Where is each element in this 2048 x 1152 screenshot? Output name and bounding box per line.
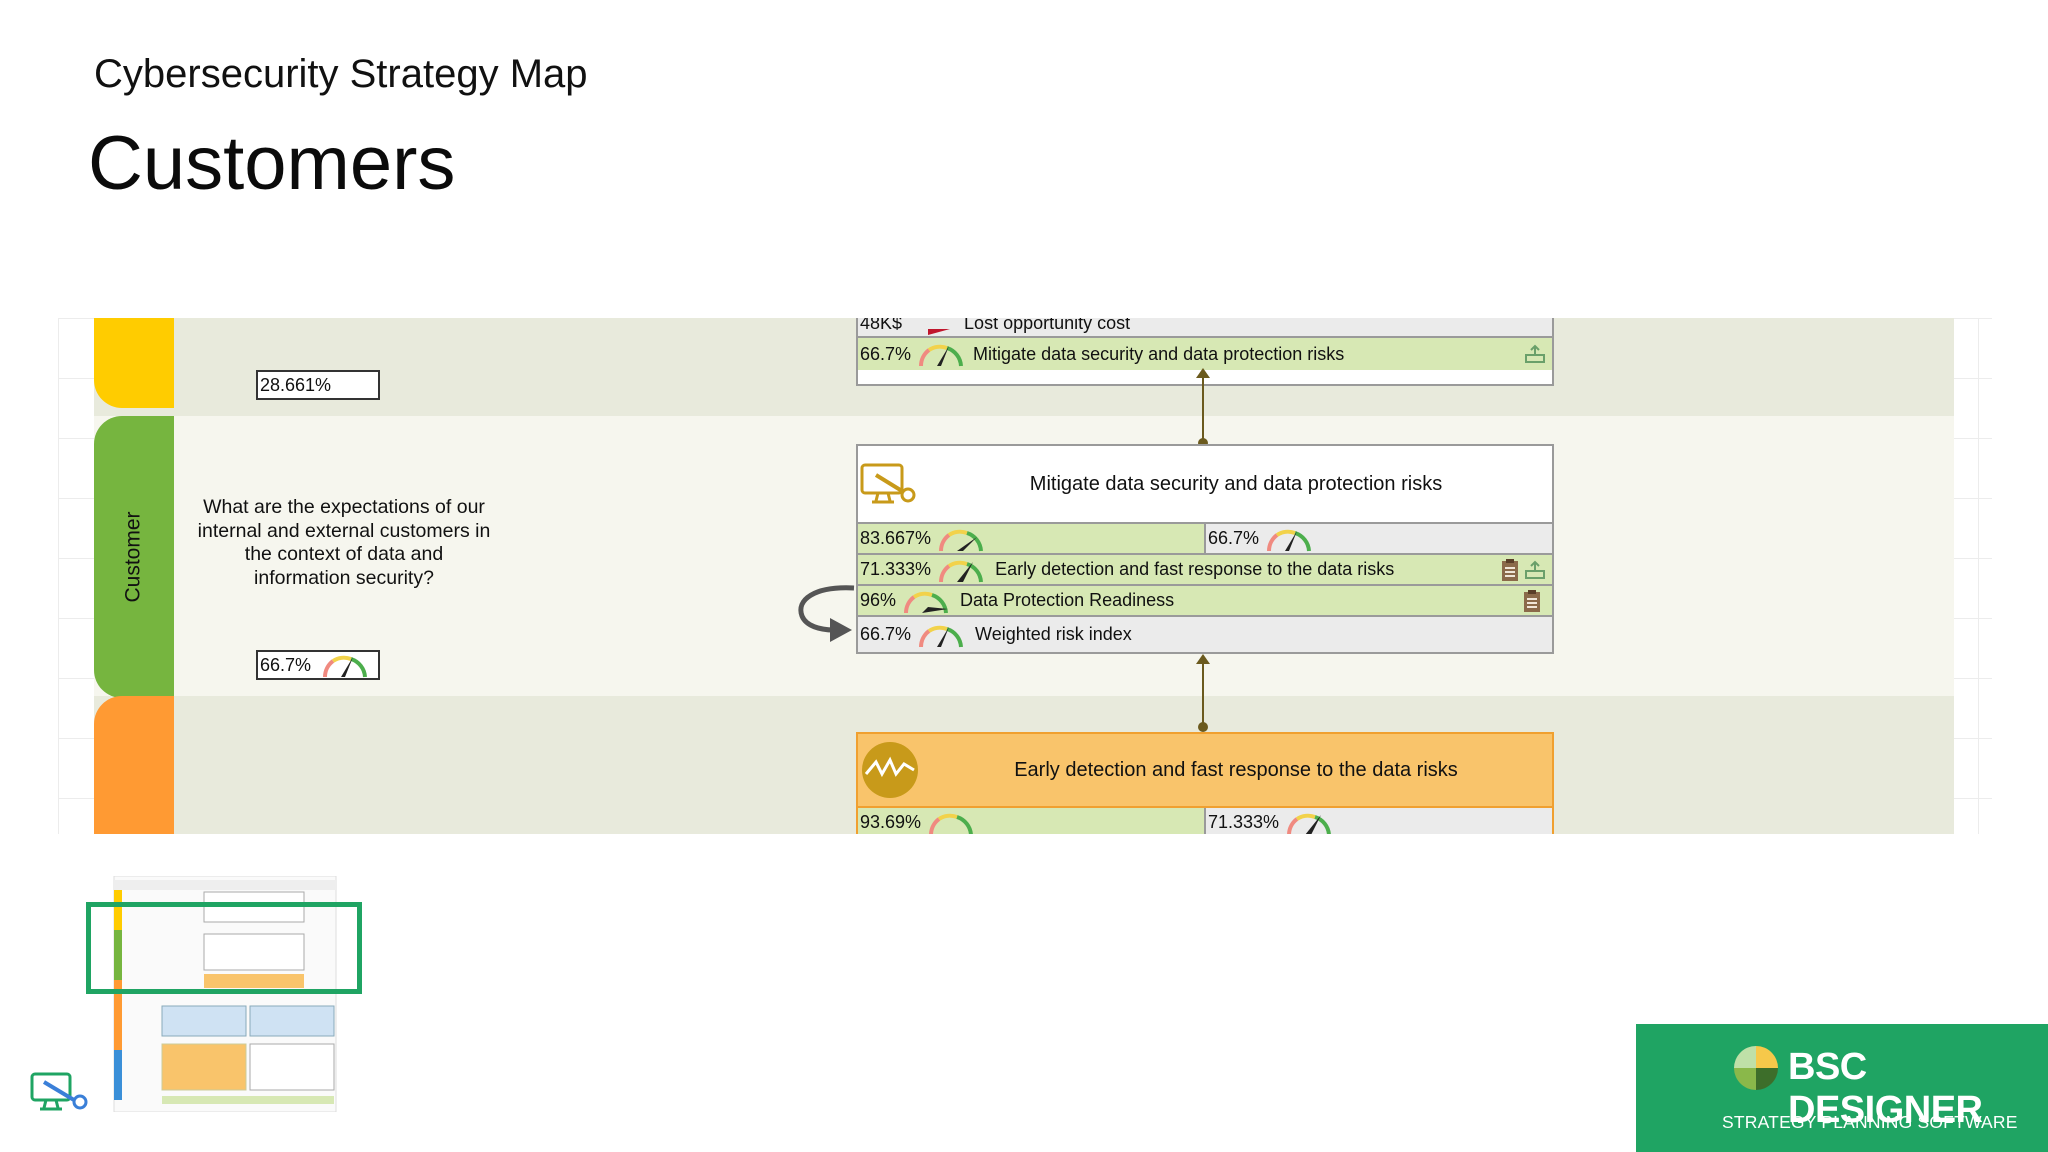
connector-line [1202, 376, 1204, 446]
customer-perspective-value[interactable]: 66.7% [256, 650, 380, 680]
kpi-row[interactable]: 48K$ Lost opportunity cost [858, 318, 1552, 339]
slide-title: Customers [88, 121, 456, 206]
kpi-row[interactable]: 96% Data Protection Readiness [858, 584, 1552, 615]
connector-line [1202, 658, 1204, 728]
export-icon[interactable] [1524, 560, 1546, 580]
kpi-row[interactable]: 71.333% Early detection and fast respons… [858, 553, 1552, 584]
kpi-summary-row[interactable]: 83.667% 66.7% [858, 522, 1552, 553]
kpi-summary-row[interactable]: 93.69% 71.333% [858, 806, 1552, 834]
objective-node-early-detection[interactable]: Early detection and fast response to the… [856, 732, 1554, 834]
export-icon[interactable] [1524, 344, 1546, 364]
monitor-tool-icon [30, 1072, 88, 1111]
pulse-icon [862, 742, 918, 798]
kpi-row[interactable]: 66.7% Mitigate data security and data pr… [858, 336, 1552, 370]
perspective-label: Customer [122, 511, 145, 603]
monitor-tool-icon [860, 463, 916, 504]
objective-node-mitigate[interactable]: Mitigate data security and data protecti… [856, 444, 1554, 654]
gauge-icon [1287, 813, 1332, 834]
internal-perspective-tab[interactable] [94, 696, 174, 834]
customer-perspective-tab[interactable]: Customer [94, 416, 174, 698]
kpi-row[interactable]: 66.7% Weighted risk index [858, 615, 1552, 652]
strategy-map-minimap[interactable] [84, 875, 366, 1113]
minimap-viewport-frame[interactable] [86, 902, 362, 994]
financial-perspective-value[interactable]: 28.661% [256, 370, 380, 400]
gauge-icon [929, 813, 974, 834]
gauge-icon [939, 560, 984, 582]
brand-name: BSC DESIGNER [1788, 1046, 1983, 1131]
objective-title: Mitigate data security and data protecti… [1029, 472, 1443, 495]
connector-dot [1198, 438, 1208, 448]
connector-arrow [1196, 654, 1210, 664]
strategy-map-canvas[interactable]: Customer 28.661% What are the expectatio… [58, 318, 1992, 834]
gauge-icon [919, 625, 964, 647]
self-link-arrow [798, 585, 855, 642]
slide-subtitle: Cybersecurity Strategy Map [94, 52, 588, 96]
financial-perspective-tab[interactable] [94, 318, 174, 408]
minimap-preview [113, 875, 337, 1113]
gauge-icon [939, 529, 984, 551]
gauge-icon [1267, 529, 1312, 551]
clipboard-icon[interactable] [1522, 589, 1542, 613]
brand-banner: BSC DESIGNER STRATEGY PLANNING SOFTWARE [1636, 1024, 2048, 1152]
clipboard-icon[interactable] [1500, 558, 1520, 582]
connector-dot [1198, 722, 1208, 732]
brand-tagline: STRATEGY PLANNING SOFTWARE [1722, 1112, 2018, 1132]
gauge-icon [928, 328, 951, 335]
connector-arrow [1196, 368, 1210, 378]
objective-title: Early detection and fast response to the… [1014, 758, 1458, 781]
gauge-icon [904, 591, 949, 613]
gauge-icon [323, 655, 368, 678]
perspective-question: What are the expectations of our interna… [197, 496, 491, 589]
bsc-logo-icon [1734, 1046, 1778, 1090]
gauge-icon [919, 344, 964, 367]
